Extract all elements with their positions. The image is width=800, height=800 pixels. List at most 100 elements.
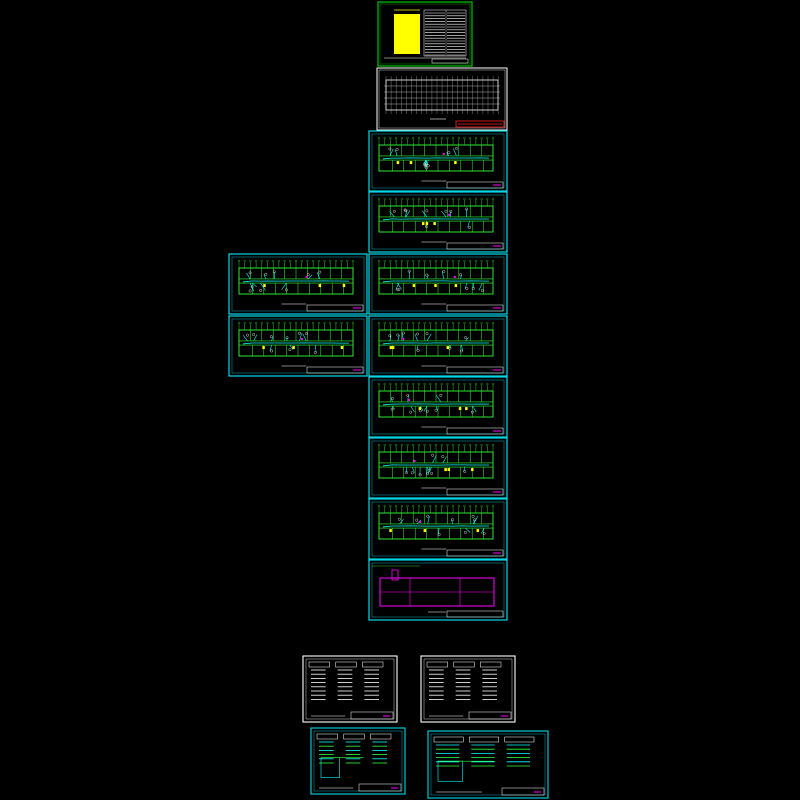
pipe-branch bbox=[472, 283, 475, 289]
axis-bubble bbox=[474, 382, 477, 386]
floor-plan-sheet-2[interactable] bbox=[368, 191, 508, 253]
pipe-branch bbox=[465, 337, 469, 342]
riser-mark bbox=[413, 459, 416, 462]
system-sheets bbox=[302, 655, 549, 799]
axis-bubble bbox=[452, 259, 455, 263]
fixture-symbol bbox=[471, 514, 475, 518]
pipe-branch bbox=[472, 516, 479, 525]
fixture-symbol bbox=[425, 273, 429, 277]
sheet-inner-frame bbox=[371, 194, 505, 250]
equipment-mark bbox=[476, 529, 480, 533]
pipe-branch bbox=[435, 405, 438, 411]
axis-bubble bbox=[446, 504, 449, 508]
pipe-branch bbox=[399, 519, 404, 525]
equipment-mark bbox=[444, 468, 447, 472]
axis-bubble bbox=[474, 321, 477, 325]
floor-plan-column bbox=[368, 130, 508, 621]
floor-plan-sheet-6[interactable] bbox=[368, 437, 508, 499]
axis-bubble bbox=[395, 443, 398, 447]
axis-bubble bbox=[406, 197, 409, 201]
axis-bubble bbox=[389, 382, 392, 386]
system-sheet-2[interactable] bbox=[420, 655, 516, 723]
side-plan-sheet-1[interactable] bbox=[228, 253, 368, 315]
roof-plan-sheet[interactable] bbox=[368, 559, 508, 621]
pipe-branch bbox=[260, 282, 266, 291]
equipment-mark bbox=[342, 284, 346, 288]
system-sheet-3[interactable] bbox=[310, 727, 406, 795]
pipe-branch bbox=[251, 282, 257, 288]
axis-bubble bbox=[491, 259, 495, 263]
axis-bubble bbox=[469, 321, 472, 325]
title-block-icon bbox=[350, 711, 394, 720]
axis-bubble bbox=[486, 321, 489, 325]
axis-bubble bbox=[440, 259, 443, 263]
pipe-branch bbox=[472, 405, 477, 413]
axis-bubble bbox=[480, 504, 483, 508]
cover-sheet[interactable] bbox=[377, 1, 473, 67]
floor-plan-sheet-1[interactable] bbox=[368, 130, 508, 192]
sheet-inner-frame bbox=[371, 379, 505, 435]
pipe-branch bbox=[422, 210, 428, 218]
column-header bbox=[362, 661, 384, 668]
system-sheet-1[interactable] bbox=[302, 655, 398, 723]
riser-mark bbox=[402, 337, 405, 340]
axis-bubble bbox=[469, 197, 472, 201]
axis-bubble bbox=[377, 382, 381, 386]
fixture-symbol bbox=[248, 289, 252, 293]
axis-bubble bbox=[383, 504, 386, 508]
pipe-branch bbox=[242, 334, 248, 342]
side-plan-sheet-2[interactable] bbox=[228, 315, 368, 377]
fixture-symbol bbox=[250, 285, 254, 289]
axis-bubble bbox=[400, 197, 403, 201]
fixture-symbol bbox=[285, 336, 289, 340]
pipe-branch bbox=[281, 282, 287, 291]
axis-bubble bbox=[423, 197, 426, 201]
axis-bubble bbox=[434, 382, 438, 386]
axis-bubble bbox=[446, 259, 449, 263]
axis-bubble bbox=[474, 504, 477, 508]
riser-mark bbox=[419, 520, 422, 523]
axis-bubble bbox=[434, 443, 438, 447]
floor-plan-sheet-4[interactable] bbox=[368, 315, 508, 377]
axis-bubble bbox=[463, 136, 466, 140]
pipe-branch bbox=[316, 272, 321, 280]
axis-bubble bbox=[400, 382, 403, 386]
floor-plan-sheet-3[interactable] bbox=[368, 253, 508, 315]
sheet-inner-frame bbox=[371, 133, 505, 189]
equipment-mark bbox=[454, 161, 457, 165]
axis-bubble bbox=[452, 504, 455, 508]
axis-bubble bbox=[457, 259, 460, 263]
sheet-inner-frame bbox=[371, 562, 505, 618]
overall-plan-sheet[interactable] bbox=[376, 67, 508, 131]
axis-bubble bbox=[306, 259, 309, 263]
system-sheet-4[interactable] bbox=[427, 730, 549, 799]
axis-bubble bbox=[474, 136, 477, 140]
axis-bubble bbox=[389, 136, 392, 140]
fixture-symbol bbox=[482, 532, 486, 535]
axis-bubble bbox=[463, 259, 466, 263]
title-block-icon bbox=[446, 610, 504, 618]
fixture-symbol bbox=[388, 147, 392, 151]
fixture-symbol bbox=[390, 407, 394, 411]
fixture-symbol bbox=[425, 209, 429, 213]
fixture-symbol bbox=[425, 409, 429, 413]
axis-bubble bbox=[434, 259, 438, 263]
axis-bubble bbox=[429, 321, 432, 325]
axis-bubble bbox=[400, 321, 403, 325]
floor-plan-sheet-5[interactable] bbox=[368, 376, 508, 438]
pipe-run bbox=[242, 342, 349, 345]
equipment-mark bbox=[391, 346, 395, 350]
equipment-mark bbox=[418, 407, 422, 411]
axis-bubble bbox=[340, 259, 343, 263]
equipment-mark bbox=[425, 222, 429, 226]
fixture-symbol bbox=[418, 473, 422, 477]
pipe-branch bbox=[465, 527, 471, 533]
title-block-icon bbox=[501, 787, 545, 796]
pipe-branch bbox=[446, 152, 450, 157]
fixture-symbol bbox=[259, 289, 262, 292]
axis-bubble bbox=[486, 382, 489, 386]
pipe-run bbox=[382, 464, 489, 467]
pipe-branch bbox=[426, 160, 429, 166]
pipe-branch bbox=[299, 333, 302, 342]
floor-plan-sheet-7[interactable] bbox=[368, 498, 508, 560]
